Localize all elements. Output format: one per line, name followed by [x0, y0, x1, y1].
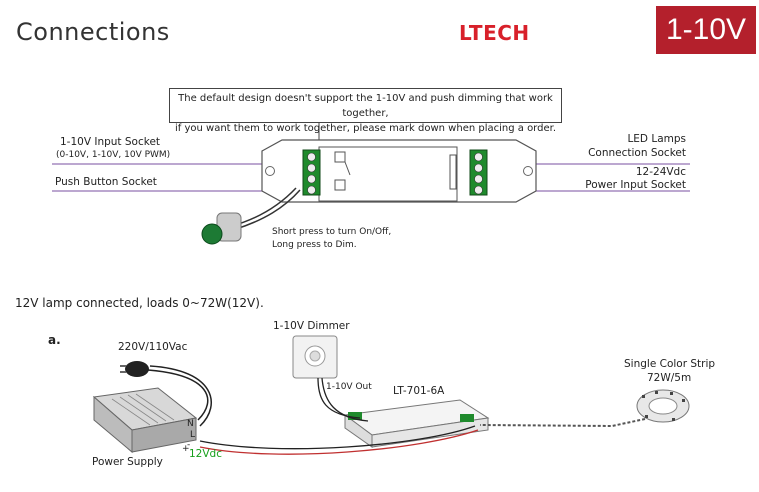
push-button-socket-label: Push Button Socket [55, 176, 157, 188]
mode-badge: 1-10V [656, 6, 756, 54]
dimmer-output-label: 1-10V Out [326, 382, 372, 392]
strip-label-1: Single Color Strip [624, 358, 716, 370]
input-socket-label: 1-10V Input Socket [60, 136, 161, 148]
mount-hole-left [265, 166, 275, 176]
dimmer-label: 1-10V Dimmer [273, 320, 350, 332]
mount-hole-right [523, 166, 533, 176]
dc-output-label: 12Vdc [189, 448, 222, 460]
power-socket-label-1: 12-24Vdc [635, 166, 686, 178]
input-socket-detail: (0-10V, 1-10V, 10V PWM) [56, 150, 171, 160]
ac-input-label: 220V/110Vac [118, 341, 188, 353]
terminal-block-left [302, 149, 321, 196]
design-note-box: The default design doesn't support the 1… [169, 88, 562, 134]
note-line-2: if you want them to work together, pleas… [175, 123, 556, 134]
led-socket-label-1: LED Lamps [627, 133, 686, 145]
terminal-minus-label: - [187, 440, 191, 450]
push-button [201, 187, 301, 245]
controller-small-drawing [343, 399, 490, 448]
terminal-block-right [469, 149, 488, 196]
press-instruction-2: Long press to Dim. [272, 240, 357, 250]
ac-plug-drawing [120, 361, 213, 427]
controller-housing [261, 139, 537, 203]
note-line-1: The default design doesn't support the 1… [178, 93, 553, 119]
ltech-logo: LTECH [459, 21, 530, 45]
led-socket-label-2: Connection Socket [588, 147, 686, 159]
section-letter: a. [48, 333, 61, 347]
dimmer-drawing [292, 335, 338, 379]
wiring-lines [199, 377, 476, 450]
power-supply-drawing [92, 387, 198, 454]
terminal-n-label: N [187, 419, 194, 429]
terminal-plus-label: + [182, 444, 190, 454]
press-instruction-1: Short press to turn On/Off, [272, 227, 392, 237]
load-subtitle: 12V lamp connected, loads 0~72W(12V). [15, 296, 264, 310]
page-title: Connections [16, 18, 170, 46]
strip-label-2: 72W/5m [647, 372, 692, 384]
led-strip-drawing [479, 389, 690, 428]
terminal-l-label: L [190, 430, 196, 440]
power-supply-label: Power Supply [92, 456, 163, 468]
dc-positive-wire [199, 429, 479, 455]
power-socket-label-2: Power Input Socket [585, 179, 686, 191]
model-label: LT-701-6A [393, 385, 445, 397]
